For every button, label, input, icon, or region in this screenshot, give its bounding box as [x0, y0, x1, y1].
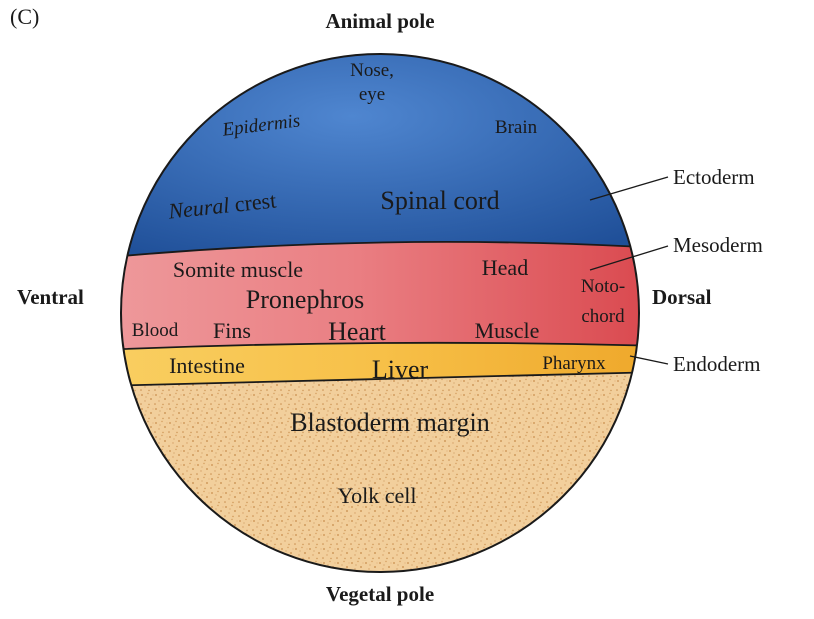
- nose-eye-label-line2: eye: [359, 84, 385, 105]
- nose-eye-label-line1: Nose,: [350, 60, 394, 81]
- yolk-region: [100, 370, 660, 590]
- notochord-label-line1: Noto-: [581, 276, 625, 297]
- liver-label: Liver: [372, 355, 429, 384]
- ectoderm-label: Ectoderm: [673, 165, 755, 189]
- head-label: Head: [482, 255, 528, 280]
- brain-label: Brain: [495, 117, 538, 138]
- intestine-label: Intestine: [169, 353, 245, 378]
- vegetal-pole-label: Vegetal pole: [326, 582, 434, 606]
- pronephros-label: Pronephros: [246, 285, 364, 314]
- notochord-label-line2: chord: [581, 306, 625, 327]
- dorsal-label: Dorsal: [652, 285, 712, 309]
- spinal-cord-label: Spinal cord: [380, 186, 499, 215]
- fins-label: Fins: [213, 318, 251, 343]
- blastoderm-margin-label: Blastoderm margin: [290, 408, 490, 437]
- heart-label: Heart: [328, 317, 387, 346]
- muscle-label: Muscle: [475, 318, 540, 343]
- neural-crest-crest: crest: [233, 187, 277, 216]
- animal-pole-label: Animal pole: [325, 9, 434, 33]
- blood-label: Blood: [132, 320, 179, 341]
- pharynx-label: Pharynx: [542, 353, 606, 374]
- panel-label: (C): [10, 4, 39, 29]
- ventral-label: Ventral: [17, 285, 84, 309]
- endoderm-label: Endoderm: [673, 352, 760, 376]
- somite-muscle-label: Somite muscle: [173, 257, 303, 282]
- yolk-cell-label: Yolk cell: [337, 483, 416, 508]
- mesoderm-label: Mesoderm: [673, 233, 763, 257]
